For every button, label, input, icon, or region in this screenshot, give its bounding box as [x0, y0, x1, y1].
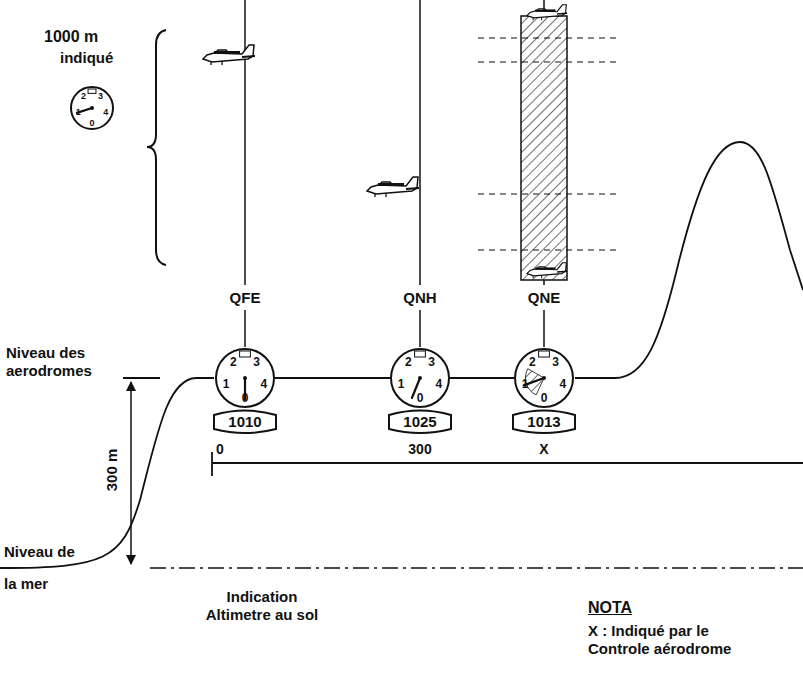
- dial-number: 0: [417, 392, 424, 404]
- label-text: QFE: [230, 289, 261, 307]
- dial-number: 4: [103, 108, 108, 117]
- pressure-window: 1010: [213, 409, 277, 434]
- dial-number: 2: [230, 356, 237, 368]
- dial-number: 4: [260, 378, 267, 390]
- altimeter-dial: 012 34: [514, 348, 574, 408]
- dial-number: 2: [405, 356, 412, 368]
- scale-axis: [212, 452, 803, 476]
- dial-number: 0: [89, 118, 94, 127]
- pressure-value: 1025: [403, 414, 436, 429]
- terrain: [0, 142, 803, 568]
- dial-number: 0: [541, 392, 548, 404]
- dial-number: 2: [529, 356, 536, 368]
- dial-number: 3: [552, 356, 559, 368]
- label-text: 300 m: [103, 449, 121, 492]
- dial-number: 4: [559, 378, 566, 390]
- altimeter-dial: 012 34: [70, 86, 114, 130]
- label-text: 0: [216, 441, 224, 458]
- label-text: Niveau des aerodromes: [6, 344, 114, 380]
- height-arrow: [130, 382, 132, 564]
- pressure-value: 1013: [527, 414, 560, 429]
- label-text: 300: [408, 441, 431, 458]
- ground-line: [275, 377, 390, 379]
- dial-number: 1: [223, 378, 230, 390]
- dial-number: 3: [253, 356, 260, 368]
- label-text: 1000 m: [44, 27, 98, 46]
- label-text: indiqué: [60, 49, 113, 67]
- dial-number: 1: [522, 378, 529, 390]
- label-text: Indication Altimetre au sol: [197, 588, 327, 624]
- altitude-band: [478, 16, 620, 280]
- label-text: NOTA: [588, 598, 632, 617]
- bracket: [147, 30, 166, 265]
- dial-number: 1: [76, 108, 81, 117]
- altimeter-dial: 012 34: [215, 348, 275, 408]
- dial-number: 3: [428, 356, 435, 368]
- dial-number: 4: [435, 378, 442, 390]
- label-text: X: [539, 441, 548, 458]
- ground-line: [450, 377, 514, 379]
- label-text: QNE: [528, 289, 561, 307]
- pressure-value: 1010: [228, 414, 261, 429]
- dial-number: 3: [98, 92, 103, 101]
- vertical-lines: [245, 0, 544, 347]
- airplanes: [203, 5, 567, 278]
- dial-number: 1: [398, 378, 405, 390]
- altimeter-dial: 012 34: [390, 348, 450, 408]
- label-text: Niveau de la mer: [4, 536, 88, 600]
- dial-number: 2: [81, 92, 86, 101]
- pressure-window: 1025: [388, 409, 452, 434]
- dial-number: 0: [242, 392, 249, 404]
- pressure-window: 1013: [512, 409, 576, 434]
- label-text: X : Indiqué par le Controle aérodrome: [588, 622, 764, 658]
- label-text: QNH: [403, 289, 436, 307]
